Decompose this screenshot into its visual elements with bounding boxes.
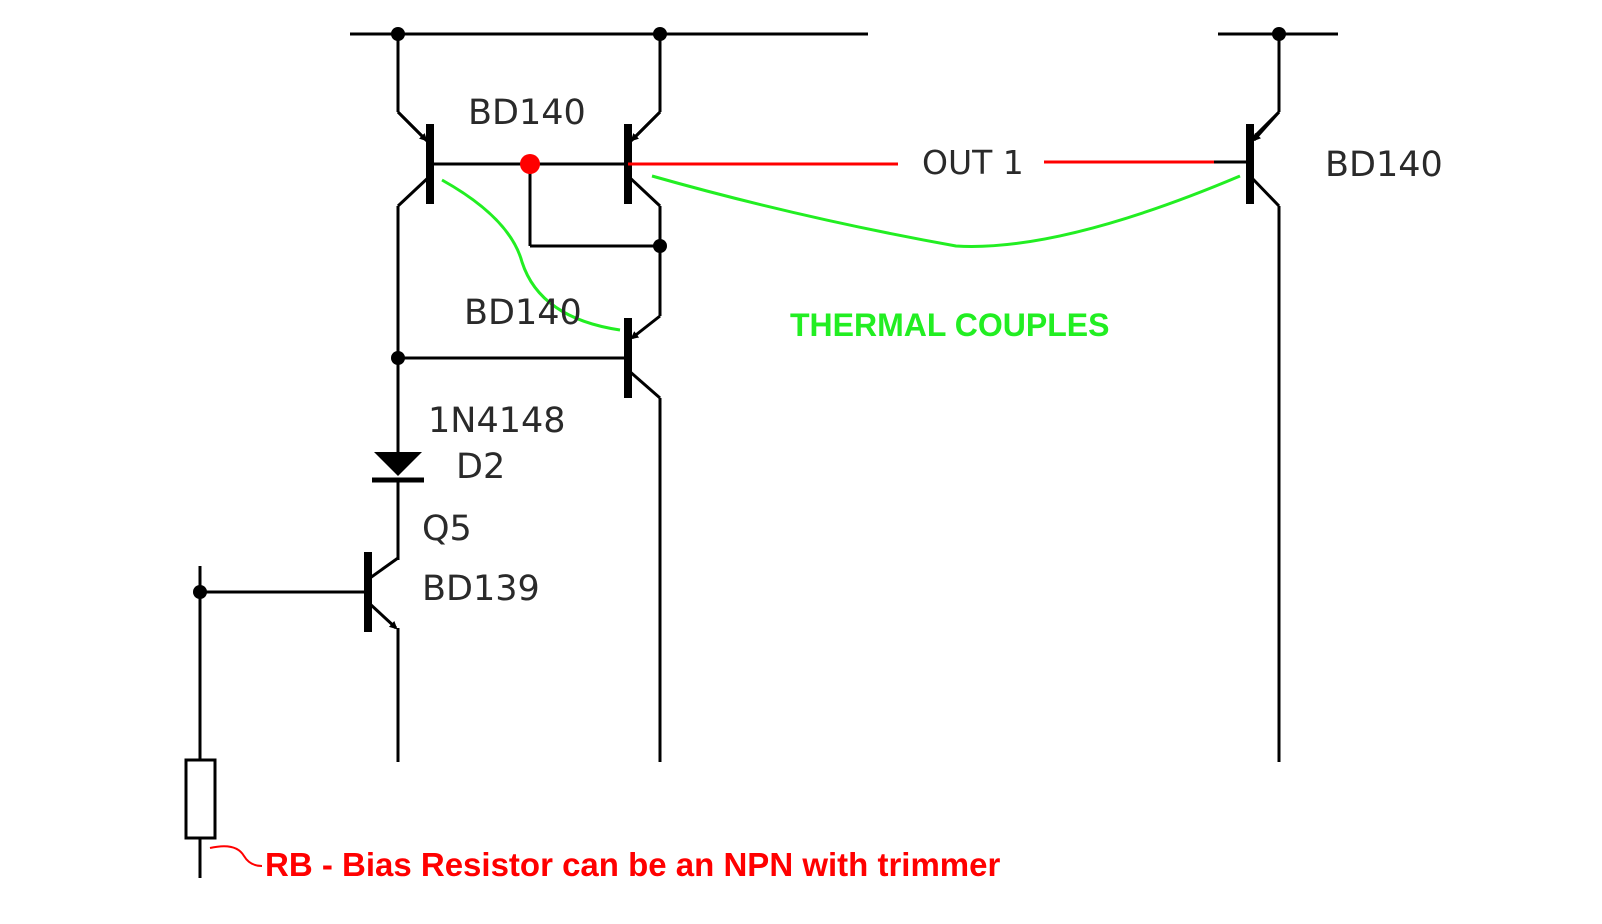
bias-resistor-note: RB - Bias Resistor can be an NPN with tr… xyxy=(265,846,1001,883)
output-link xyxy=(628,160,1214,166)
label-top-left-transistor: BD140 xyxy=(468,93,586,133)
diode-d2 xyxy=(372,358,424,560)
label-diode-ref: D2 xyxy=(456,447,505,487)
resistor-rb xyxy=(184,566,217,878)
transistor-top-left xyxy=(396,110,434,360)
label-diode-part: 1N4148 xyxy=(428,401,566,441)
junction-dots xyxy=(193,27,1286,599)
thermal-coupling-curves xyxy=(441,174,1241,332)
label-q5-ref: Q5 xyxy=(422,509,472,549)
transistor-output xyxy=(1214,111,1281,762)
label-middle-transistor: BD140 xyxy=(464,293,582,333)
label-output-transistor: BD140 xyxy=(1325,145,1443,185)
supply-rail-right xyxy=(1218,32,1338,144)
thermal-couples-note: THERMAL COUPLES xyxy=(790,307,1109,343)
transistor-q5 xyxy=(200,552,400,762)
label-output-node: OUT 1 xyxy=(922,143,1024,182)
label-q5-part: BD139 xyxy=(422,569,540,609)
transistor-top-right xyxy=(624,110,662,316)
red-junction-dot xyxy=(520,154,540,174)
transistor-middle xyxy=(398,314,662,762)
bias-note-pointer xyxy=(209,845,263,867)
